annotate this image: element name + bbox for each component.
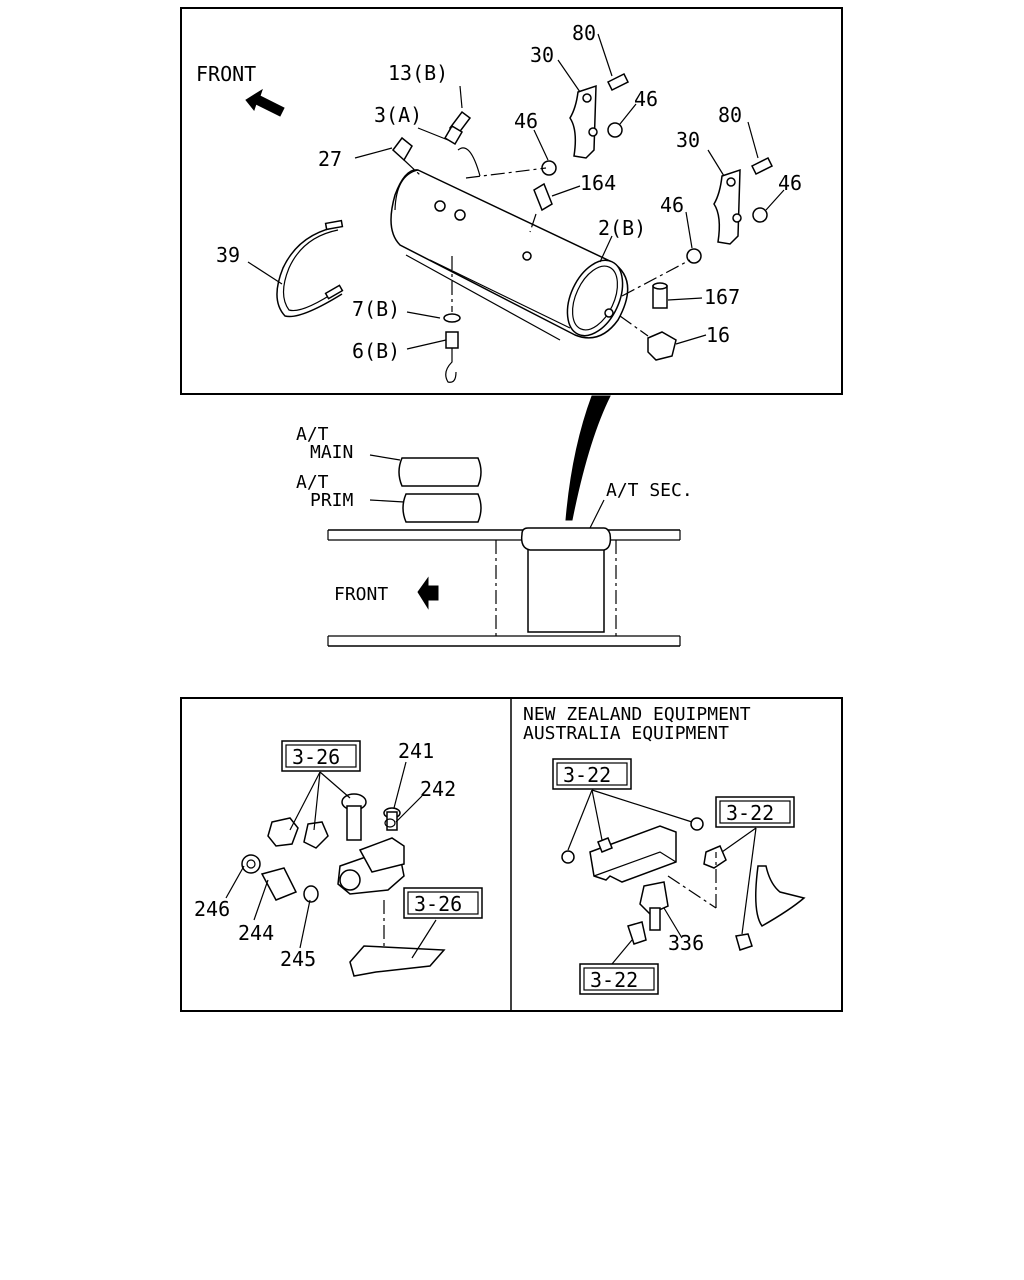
ref-3-26-top-label: 3-26: [292, 745, 340, 769]
air-tank: [390, 169, 629, 341]
ref-3-26-bottom-label: 3-26: [414, 892, 462, 916]
callout-46-b: 46: [514, 109, 538, 133]
callout-16: 16: [706, 323, 730, 347]
callout-164: 164: [580, 171, 616, 195]
valve-assembly: [241, 793, 446, 977]
callout-3a: 3(A): [374, 103, 422, 127]
bracket-30-left: [541, 72, 630, 176]
top-panel-frame: [180, 7, 843, 395]
ref-box-3-22-c[interactable]: [579, 963, 659, 995]
mounting-bracket-assembly: [561, 817, 806, 951]
callout-30-right: 30: [676, 128, 700, 152]
callout-13b: 13(B): [388, 61, 448, 85]
callout-80-left: 80: [572, 21, 596, 45]
pointer-wedge: [565, 395, 611, 521]
at-prim-line2: PRIM: [310, 490, 354, 511]
fitting-13b: [443, 110, 481, 177]
callout-46-a: 46: [634, 87, 658, 111]
bottom-right-title-line2: AUSTRALIA EQUIPMENT: [523, 723, 729, 744]
callout-39: 39: [216, 243, 240, 267]
callout-244: 244: [238, 921, 274, 945]
at-sec-label: A/T SEC.: [606, 480, 693, 501]
drain-valve-6b: [443, 256, 461, 383]
ref-box-3-22-b[interactable]: [715, 796, 795, 828]
ref-box-3-26-top[interactable]: [281, 740, 361, 772]
top-leader-lines: [247, 33, 785, 350]
callout-27: 27: [318, 147, 342, 171]
fitting-16-167: [619, 282, 677, 361]
callout-46-d: 46: [660, 193, 684, 217]
ref-box-3-22-a[interactable]: [552, 758, 632, 790]
callout-6b: 6(B): [352, 339, 400, 363]
chassis-frame: [327, 527, 681, 647]
callout-80-right: 80: [718, 103, 742, 127]
callout-245: 245: [280, 947, 316, 971]
fitting-27: [391, 136, 421, 176]
bracket-30-right: [686, 156, 774, 264]
at-main-line1: A/T: [296, 424, 329, 445]
callout-336: 336: [668, 931, 704, 955]
middle-front-arrow-icon: [417, 576, 439, 610]
top-front-arrow-icon: [245, 88, 285, 117]
callout-7b: 7(B): [352, 297, 400, 321]
fitting-164: [529, 182, 553, 233]
callout-246: 246: [194, 897, 230, 921]
tank-strap: [276, 219, 344, 318]
bottom-left-leader-lines: [225, 761, 437, 959]
callout-2b: 2(B): [598, 216, 646, 240]
bottom-right-leader-lines: [567, 789, 757, 965]
at-main-tank: [398, 457, 482, 487]
middle-front-label: FRONT: [334, 584, 388, 605]
callout-241: 241: [398, 739, 434, 763]
at-main-line2: MAIN: [310, 442, 353, 463]
ref-3-22-c-label: 3-22: [590, 968, 638, 992]
at-prim-line1: A/T: [296, 472, 329, 493]
callout-167: 167: [704, 285, 740, 309]
bottom-right-title-line1: NEW ZEALAND EQUIPMENT: [523, 704, 751, 725]
top-front-label: FRONT: [196, 62, 256, 86]
callout-46-c: 46: [778, 171, 802, 195]
ref-3-22-a-label: 3-22: [563, 763, 611, 787]
at-prim-tank: [402, 493, 482, 523]
ref-3-22-b-label: 3-22: [726, 801, 774, 825]
callout-30-left: 30: [530, 43, 554, 67]
callout-242: 242: [420, 777, 456, 801]
ref-box-3-26-bottom[interactable]: [403, 887, 483, 919]
